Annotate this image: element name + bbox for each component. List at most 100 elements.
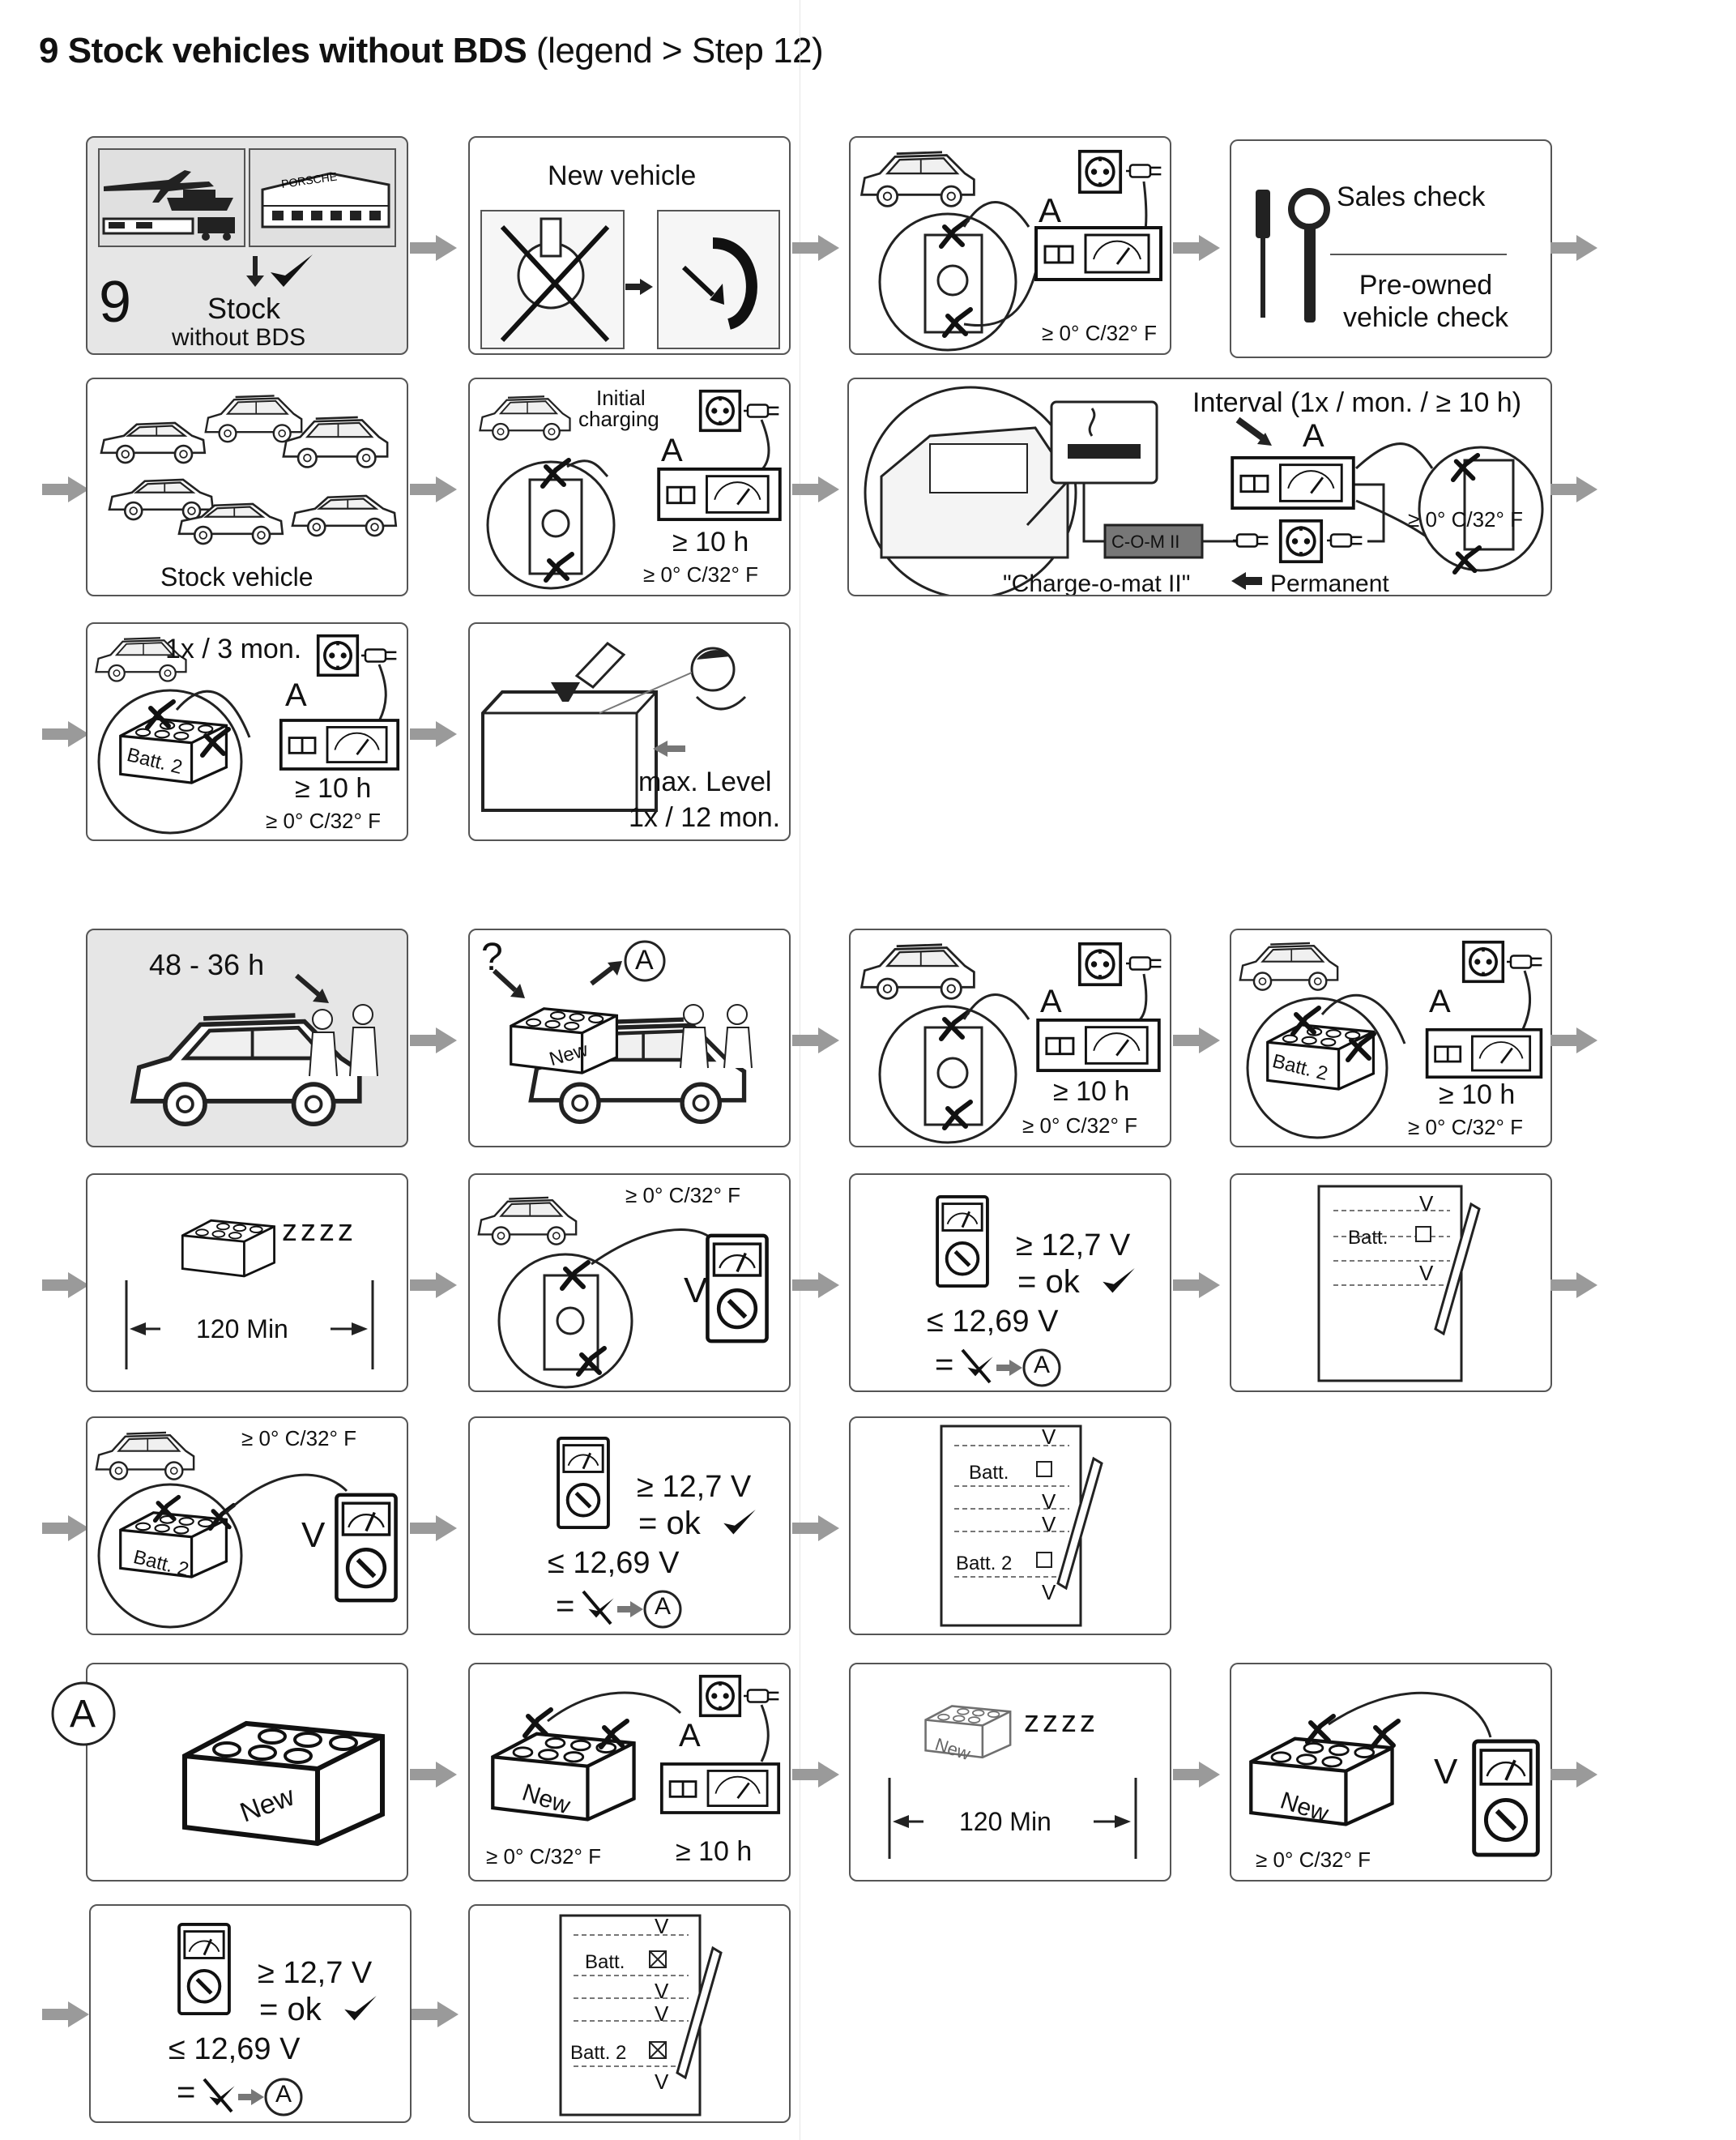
arrow-right-icon <box>1094 1815 1131 1828</box>
step-panel-checks: Sales check Pre-owned vehicle check <box>1230 139 1552 358</box>
stock-label: Stock <box>207 292 281 325</box>
ok-text-label: = ok <box>259 1992 322 2027</box>
ok-text-label: = ok <box>1017 1264 1080 1300</box>
time-label: 120 Min <box>196 1314 288 1343</box>
low-voltage-label: ≤ 12,69 V <box>168 2032 301 2066</box>
clamp-icon <box>1372 1721 1398 1747</box>
temperature-label: ≥ 0° C/32° F <box>1042 321 1157 345</box>
car-icon <box>108 478 215 521</box>
voltmeter-icon <box>179 1924 229 2014</box>
socket-icon <box>316 634 360 677</box>
flow-arrow <box>792 1758 841 1795</box>
checked-box-icon <box>649 1950 667 1968</box>
max-level-label: max. Level <box>638 767 772 797</box>
flow-arrow <box>1173 232 1222 268</box>
charge-o-mat-label: "Charge-o-mat II" <box>1003 570 1191 596</box>
flow-arrow <box>42 473 91 510</box>
charge-o-mat-icon <box>1103 523 1204 559</box>
section-subtitle: (legend > Step 12) <box>535 31 824 70</box>
v-mark-label: V <box>1419 1261 1434 1285</box>
car-icon <box>100 421 207 464</box>
ammeter-label: A <box>679 1718 701 1753</box>
step-panel-measure-voltage: ≥ 0° C/32° F V <box>468 1173 791 1392</box>
checked-box-icon <box>649 2041 667 2059</box>
frequency-label: 1x / 12 mon. <box>629 802 781 833</box>
step-panel-measure-new-battery: V New ≥ 0° C/32° F <box>1230 1663 1552 1882</box>
screwdriver-icon <box>1256 190 1270 318</box>
interval-label: Interval (1x / mon. / ≥ 10 h) <box>1192 387 1522 418</box>
step-panel-record-final: V Batt. V V Batt. 2 V <box>468 1904 791 2123</box>
flow-arrow <box>412 1998 460 2035</box>
section-number: 9 <box>39 31 58 70</box>
arrow-left-icon <box>653 741 685 757</box>
clipboard-icon <box>1317 1185 1463 1382</box>
equals-label: = <box>177 2074 196 2110</box>
com-label: C-O-M II <box>1111 532 1180 552</box>
v-mark-label: V <box>1042 1489 1056 1514</box>
flow-arrow <box>42 1998 91 2035</box>
step-panel-record-result: V Batt. V <box>1230 1173 1552 1392</box>
ammeter-icon <box>659 1762 781 1814</box>
arrow-right-icon <box>996 1360 1022 1376</box>
car-icon <box>864 386 1077 595</box>
v-mark-label: V <box>655 2070 669 2094</box>
charging-label: charging <box>578 407 659 431</box>
battery-circle-icon <box>486 460 616 590</box>
low-voltage-label: ≤ 12,69 V <box>927 1305 1059 1339</box>
v-mark-label: V <box>1419 1191 1434 1215</box>
step-panel-voltage-evaluation-3: ≥ 12,7 V = ok ≤ 12,69 V = A <box>89 1904 412 2123</box>
plug-icon <box>744 1689 780 1703</box>
flow-arrow <box>410 1024 459 1061</box>
battery-circle-icon <box>878 1005 1017 1144</box>
car-icon <box>204 395 303 443</box>
flow-arrow <box>1173 1269 1222 1305</box>
step-panel-record-result-2: V Batt. V V Batt. 2 V <box>849 1416 1171 1635</box>
arrow-down-right-icon <box>492 968 525 998</box>
checkmark-icon <box>344 1996 377 2021</box>
person-icon <box>309 1009 338 1077</box>
crossed-check-icon <box>582 1590 614 1625</box>
step-panel-charge-second-battery: A Batt. 2 ≥ 10 h ≥ 0° C/32° F <box>1230 929 1552 1147</box>
battery-icon <box>481 690 658 812</box>
car-icon <box>479 395 571 441</box>
funnel-icon <box>551 682 580 702</box>
arrow-right-icon <box>238 2089 264 2105</box>
circle-a-marker <box>1022 1348 1061 1387</box>
plug-icon <box>1233 533 1269 548</box>
flow-arrow <box>1550 473 1599 510</box>
hours-label: 48 - 36 h <box>149 948 265 981</box>
sleep-label: zzzz <box>282 1214 356 1248</box>
battery-circle-icon <box>1246 997 1388 1139</box>
arrow-left-icon <box>1231 572 1262 590</box>
car-icon <box>95 1431 195 1480</box>
temperature-label: ≥ 0° C/32° F <box>486 1844 601 1869</box>
question-mark: ? <box>481 936 503 979</box>
equals-label: = <box>935 1347 954 1382</box>
temperature-label: ≥ 0° C/32° F <box>625 1183 740 1207</box>
engine-bay-icon <box>480 210 625 349</box>
ammeter-label: A <box>285 677 307 713</box>
voltmeter-icon <box>937 1197 987 1286</box>
bds-connector-icon <box>657 210 780 349</box>
crossed-check-icon <box>961 1348 993 1384</box>
ammeter-label: A <box>1040 984 1062 1019</box>
car-icon <box>860 943 975 1000</box>
temperature-label: ≥ 0° C/32° F <box>266 809 381 833</box>
circle-a-label: A <box>635 945 654 976</box>
ammeter-label: A <box>1429 984 1451 1019</box>
preowned-check-label: Pre-owned vehicle check <box>1342 270 1509 333</box>
flow-arrow <box>42 1269 91 1305</box>
ammeter-icon <box>1425 1027 1543 1079</box>
truck-icon <box>198 217 235 241</box>
car-icon <box>1239 942 1339 991</box>
socket-icon <box>698 389 742 433</box>
step-panel-new-vehicle: New vehicle <box>468 136 791 355</box>
battery-check-label: Batt. <box>969 1462 1009 1484</box>
frequency-label: 1x / 3 mon. <box>165 634 302 664</box>
time-label: 120 Min <box>959 1807 1051 1836</box>
step-panel-stock-arrival: PORSCHE 9 Stock without BDS <box>86 136 408 355</box>
flow-arrow <box>410 718 459 754</box>
pen-icon <box>1434 1202 1481 1336</box>
step-panel-electrolyte-level: max. Level 1x / 12 mon. <box>468 622 791 841</box>
pen-icon <box>1056 1456 1103 1591</box>
